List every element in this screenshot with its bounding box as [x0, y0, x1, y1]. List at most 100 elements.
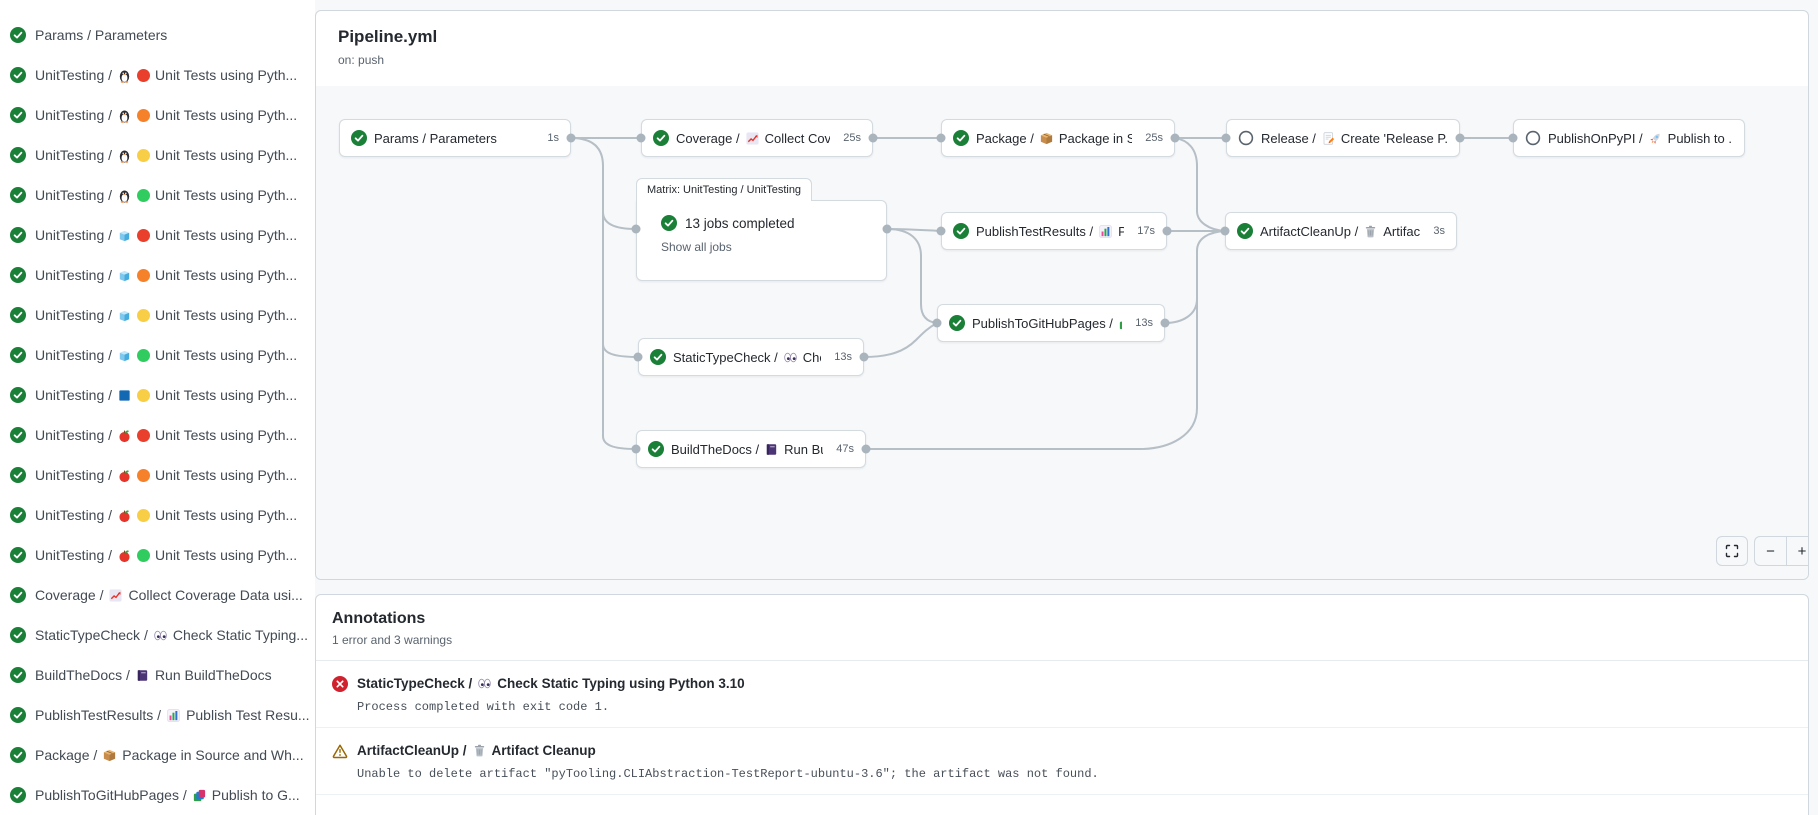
chart-increasing-icon — [745, 131, 760, 146]
check-icon — [10, 667, 26, 683]
job-name-label: Artifac... — [1383, 223, 1421, 239]
check-icon — [10, 747, 26, 763]
job-card-pypi[interactable]: PublishOnPyPI /Publish to ... — [1513, 119, 1745, 157]
job-name-prefix: UnitTesting / — [35, 187, 113, 203]
sidebar-job-item[interactable]: UnitTesting /Unit Tests using Pyth... — [0, 135, 315, 175]
job-name-prefix: PublishOnPyPI / — [1548, 130, 1643, 146]
green-dot-icon — [137, 548, 151, 562]
job-card-coverage[interactable]: Coverage /Collect Cove...25s — [641, 119, 873, 157]
sidebar-job-item[interactable]: UnitTesting /Unit Tests using Pyth... — [0, 415, 315, 455]
sidebar-job-item[interactable]: Package /Package in Source and Wh... — [0, 735, 315, 775]
sidebar-job-item[interactable]: UnitTesting /Unit Tests using Pyth... — [0, 215, 315, 255]
job-name-label: Unit Tests using Pyth... — [155, 267, 298, 283]
job-duration: 25s — [843, 132, 861, 144]
job-name-prefix: UnitTesting / — [35, 507, 113, 523]
apple-icon — [117, 428, 132, 443]
sidebar-job-item[interactable]: PublishToGitHubPages / Publish to G... — [0, 775, 315, 815]
annotation-error-title-link[interactable]: StaticTypeCheck / Check Static Typing us… — [357, 676, 745, 691]
job-card-stc[interactable]: StaticTypeCheck /Chec...13s — [638, 338, 864, 376]
check-icon — [10, 787, 26, 803]
job-name-prefix: UnitTesting / — [35, 427, 113, 443]
check-icon — [10, 147, 26, 163]
annotation-warning-title-link[interactable]: ArtifactCleanUp / Artifact Cleanup — [357, 743, 596, 758]
red-dot-icon — [137, 68, 151, 82]
eyes-icon — [153, 628, 168, 643]
job-name-label: Collect Cove... — [764, 130, 831, 146]
job-duration: 47s — [836, 443, 854, 455]
sidebar-job-label: UnitTesting /Unit Tests using Pyth... — [35, 227, 297, 243]
annotation-warning-item: ArtifactCleanUp / Artifact Cleanup Unabl… — [316, 728, 1808, 795]
zoom-in-button[interactable]: + — [1786, 536, 1808, 566]
sidebar-job-item[interactable]: BuildTheDocs /Run BuildTheDocs — [0, 655, 315, 695]
fullscreen-icon — [1724, 543, 1740, 559]
job-duration: 3s — [1433, 225, 1445, 237]
job-name-label: Unit Tests using Pyth... — [155, 107, 298, 123]
job-name-prefix: PublishToGitHubPages / — [35, 787, 187, 803]
job-card-label: PublishOnPyPI /Publish to ... — [1548, 131, 1733, 146]
matrix-box: 13 jobs completed Show all jobs — [636, 200, 887, 281]
sidebar-job-item[interactable]: UnitTesting /Unit Tests using Pyth... — [0, 175, 315, 215]
job-card-label: PublishToGitHubPages /... — [972, 316, 1123, 331]
sidebar-job-label: UnitTesting /Unit Tests using Pyth... — [35, 427, 297, 443]
job-card-label: BuildTheDocs /Run Buil... — [671, 442, 823, 457]
sidebar-job-item[interactable]: Coverage /Collect Coverage Data usi... — [0, 575, 315, 615]
orange-dot-icon — [137, 268, 151, 282]
job-name-label: Create 'Release P... — [1340, 130, 1448, 146]
wastebasket-icon — [1363, 224, 1378, 239]
sidebar-job-item[interactable]: StaticTypeCheck /Check Static Typing... — [0, 615, 315, 655]
job-card-label: Package /Package in So... — [976, 131, 1132, 146]
orange-dot-icon — [137, 108, 151, 122]
sidebar-job-item[interactable]: UnitTesting / Unit Tests using Pyth... — [0, 95, 315, 135]
skip-icon — [1238, 130, 1254, 146]
job-name-prefix: UnitTesting / — [35, 307, 113, 323]
job-name-label: Publish Test Resu... — [186, 707, 309, 723]
job-card-ptghp[interactable]: PublishToGitHubPages /...13s — [937, 304, 1165, 342]
red-dot-icon — [137, 228, 151, 242]
sidebar-job-item[interactable]: UnitTesting /Unit Tests using Pyth... — [0, 495, 315, 535]
matrix-tab[interactable]: Matrix: UnitTesting / UnitTesting — [636, 178, 813, 201]
job-card-acu[interactable]: ArtifactCleanUp /Artifac...3s — [1225, 212, 1457, 250]
job-name-prefix: PublishTestResults / — [976, 223, 1094, 239]
sidebar-job-item[interactable]: UnitTesting /Unit Tests using Pyth... — [0, 535, 315, 575]
annotation-job-label: Check Static Typing using Python 3.10 — [497, 676, 745, 691]
sidebar-job-item[interactable]: PublishTestResults / Publish Test Resu... — [0, 695, 315, 735]
zoom-out-button[interactable]: − — [1754, 536, 1786, 566]
job-name-label: Params / Parameters — [35, 27, 168, 43]
sidebar-job-item[interactable]: UnitTesting /Unit Tests using Pyth... — [0, 455, 315, 495]
eyes-icon — [783, 350, 798, 365]
job-name-label: Unit Tests using Pyth... — [155, 307, 298, 323]
job-name-label: Package in So... — [1058, 130, 1132, 146]
penguin-icon — [117, 108, 132, 123]
matrix-tab-label: Matrix: UnitTesting / UnitTesting — [647, 184, 802, 196]
job-name-label: Unit Tests using Pyth... — [155, 547, 298, 563]
job-name-prefix: PublishTestResults / — [35, 707, 162, 723]
yellow-dot-icon — [137, 308, 151, 322]
warning-triangle-icon — [332, 743, 348, 759]
sidebar-job-item[interactable]: UnitTesting /Unit Tests using Pyth... — [0, 255, 315, 295]
check-icon — [653, 130, 669, 146]
sidebar-job-item[interactable]: UnitTesting /Unit Tests using Pyth... — [0, 375, 315, 415]
job-name-prefix: StaticTypeCheck / — [673, 349, 778, 365]
annotations-summary: 1 error and 3 warnings — [332, 633, 453, 647]
job-name-label: Publish to G... — [211, 787, 300, 803]
job-card-label: StaticTypeCheck /Chec... — [673, 350, 821, 365]
job-card-label: Release /Create 'Release P... — [1261, 131, 1448, 146]
zoom-controls: − + — [1754, 536, 1808, 566]
memo-icon — [1321, 131, 1336, 146]
job-card-package[interactable]: Package /Package in So...25s — [941, 119, 1175, 157]
job-card-ptr[interactable]: PublishTestResults /Pu...17s — [941, 212, 1167, 250]
job-name-prefix: UnitTesting / — [35, 347, 113, 363]
sidebar-job-item[interactable]: UnitTesting /Unit Tests using Pyth... — [0, 55, 315, 95]
job-card-release[interactable]: Release /Create 'Release P... — [1226, 119, 1460, 157]
fullscreen-button[interactable] — [1716, 536, 1748, 566]
job-name-prefix: UnitTesting / — [35, 227, 113, 243]
sidebar-job-item[interactable]: UnitTesting /Unit Tests using Pyth... — [0, 335, 315, 375]
sidebar-job-item[interactable]: UnitTesting / Unit Tests using Pyth... — [0, 295, 315, 335]
sidebar-job-item[interactable]: Params / Parameters — [0, 15, 315, 55]
check-icon — [10, 67, 26, 83]
show-all-jobs-link[interactable]: Show all jobs — [661, 240, 732, 254]
job-card-btd[interactable]: BuildTheDocs /Run Buil... 47s — [636, 430, 866, 468]
job-name-prefix: UnitTesting / — [35, 107, 113, 123]
workflow-graph: Matrix: UnitTesting / UnitTesting 13 job… — [316, 86, 1808, 579]
